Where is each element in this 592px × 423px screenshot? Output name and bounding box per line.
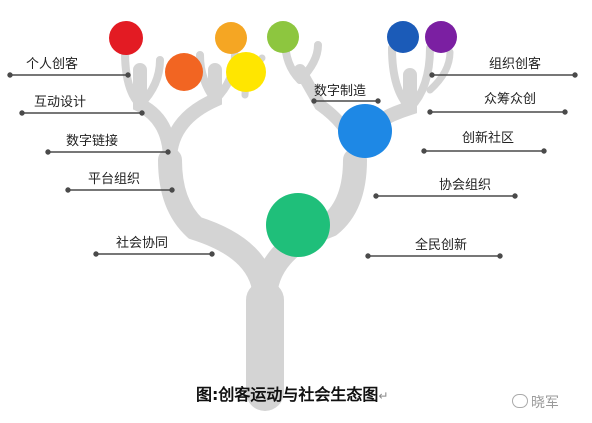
- connector-right-2-end-a: [427, 109, 433, 115]
- node-green: [266, 193, 330, 257]
- connector-top-end-b: [375, 98, 381, 104]
- node-purple: [425, 21, 457, 53]
- watermark-text: 晓军: [531, 395, 559, 411]
- label-right-5: 全民创新: [415, 238, 468, 253]
- connector-right-3-end-a: [421, 148, 427, 154]
- connector-right-1-end-a: [429, 72, 435, 78]
- connector-right-4-end-a: [373, 193, 379, 199]
- connector-right-4-end-b: [512, 193, 518, 199]
- node-orange: [165, 53, 203, 91]
- node-blue: [338, 104, 392, 158]
- twig-l2: [136, 56, 164, 109]
- node-blue-dark: [387, 21, 419, 53]
- label-right-3: 创新社区: [462, 131, 515, 146]
- connector-left-3-end-b: [165, 149, 171, 155]
- twig-l3: [196, 51, 219, 104]
- connector-right-2-end-b: [562, 109, 568, 115]
- connector-left-2-end-a: [19, 110, 25, 116]
- connector-left-5-end-a: [93, 251, 99, 257]
- twig-r3: [388, 44, 414, 112]
- connector-left-1-end-b: [125, 72, 131, 78]
- label-left-2: 互动设计: [34, 95, 87, 110]
- wechat-icon: [512, 394, 528, 408]
- connector-left-1-end-a: [7, 72, 13, 78]
- node-red: [109, 21, 143, 55]
- node-yellow: [226, 52, 266, 92]
- label-left-4: 平台组织: [88, 172, 141, 187]
- connector-left-3-end-a: [45, 149, 51, 155]
- color-nodes: [109, 21, 457, 257]
- label-right-2: 众筹众创: [484, 92, 537, 107]
- label-connectors: [7, 72, 578, 259]
- node-orange-top: [215, 22, 247, 54]
- return-mark: ↵: [378, 389, 389, 403]
- branch-left-main: [158, 148, 277, 312]
- label-left-3: 数字链接: [66, 134, 119, 149]
- diagram-caption: 图:创客运动与社会生态图↵: [196, 381, 388, 405]
- label-left-1: 个人创客: [26, 57, 79, 72]
- connector-left-5-end-b: [209, 251, 215, 257]
- twig-r4: [406, 44, 434, 112]
- label-top: 数字制造: [314, 84, 367, 99]
- label-right-1: 组织创客: [489, 57, 542, 72]
- connector-left-4-end-b: [169, 187, 175, 193]
- connector-right-5-end-a: [365, 253, 371, 259]
- node-olive: [267, 21, 299, 53]
- label-right-4: 协会组织: [439, 178, 492, 193]
- connector-left-4-end-a: [65, 187, 71, 193]
- label-left-5: 社会协同: [116, 236, 169, 251]
- twig-r2: [296, 41, 322, 84]
- twig-r5: [426, 48, 454, 94]
- connector-right-3-end-b: [541, 148, 547, 154]
- caption-text: 图:创客运动与社会生态图: [196, 385, 379, 404]
- watermark: 晓军: [512, 392, 559, 412]
- connector-right-5-end-b: [497, 253, 503, 259]
- connector-top-end-a: [311, 98, 317, 104]
- connector-left-2-end-b: [139, 110, 145, 116]
- connector-right-1-end-b: [572, 72, 578, 78]
